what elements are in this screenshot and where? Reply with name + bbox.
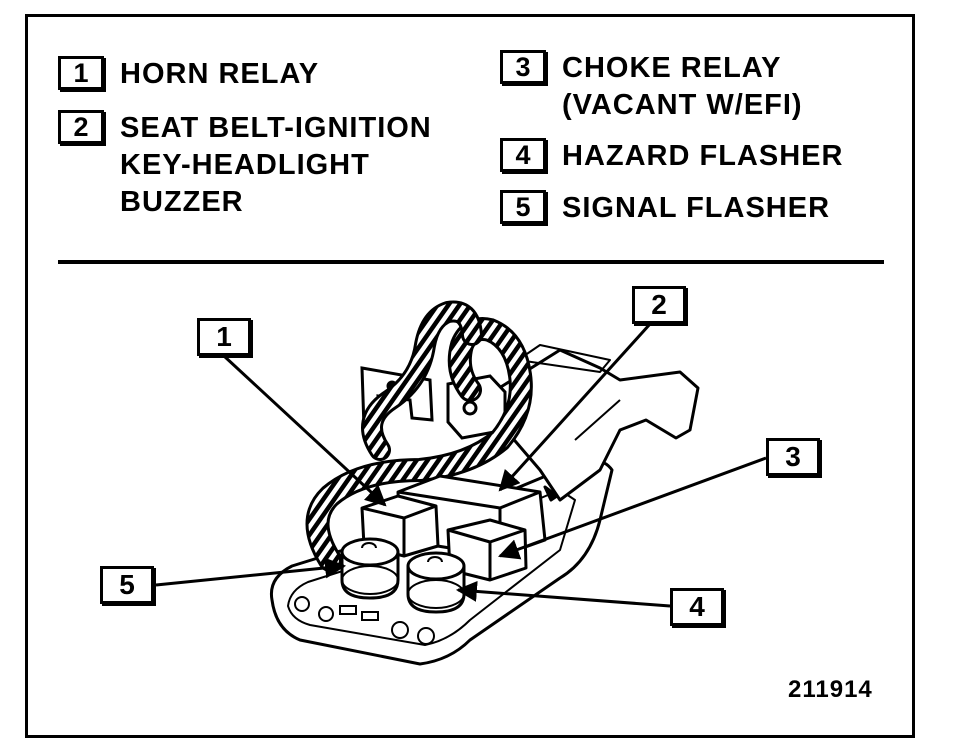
figure-frame — [25, 14, 915, 738]
callout-2: 2 — [632, 286, 686, 324]
tray-terminals — [294, 596, 435, 645]
callout-1: 1 — [197, 318, 251, 356]
legend-label: CHOKE RELAY (VACANT W/EFI) — [562, 52, 803, 121]
section-divider — [58, 260, 884, 264]
legend-label: SIGNAL FLASHER — [562, 192, 831, 224]
legend-item-signal-flasher: 5 SIGNAL FLASHER — [500, 190, 830, 227]
callout-3: 3 — [766, 438, 820, 476]
legend-number-box: 2 — [58, 110, 104, 144]
legend-label: HORN RELAY — [120, 58, 320, 90]
legend-label: SEAT BELT-IGNITION KEY-HEADLIGHT BUZZER — [120, 112, 432, 218]
legend-number-box: 5 — [500, 190, 546, 224]
legend-item-horn-relay: 1 HORN RELAY — [58, 56, 319, 93]
legend-number-box: 1 — [58, 56, 104, 90]
legend-label: HAZARD FLASHER — [562, 140, 844, 172]
figure-code: 211914 — [788, 676, 873, 703]
legend-number-box: 3 — [500, 50, 546, 84]
legend-number-box: 4 — [500, 138, 546, 172]
signal-flasher — [340, 537, 400, 600]
wire-harness — [305, 300, 533, 572]
leader-lines — [155, 322, 767, 608]
legend-item-choke-relay: 3 CHOKE RELAY (VACANT W/EFI) — [500, 50, 803, 124]
legend-item-seat-belt-buzzer: 2 SEAT BELT-IGNITION KEY-HEADLIGHT BUZZE… — [58, 110, 432, 221]
bracket-arm — [478, 344, 700, 502]
hazard-flasher — [406, 551, 466, 614]
legend-item-hazard-flasher: 4 HAZARD FLASHER — [500, 138, 843, 175]
callout-4: 4 — [670, 588, 724, 626]
callout-5: 5 — [100, 566, 154, 604]
